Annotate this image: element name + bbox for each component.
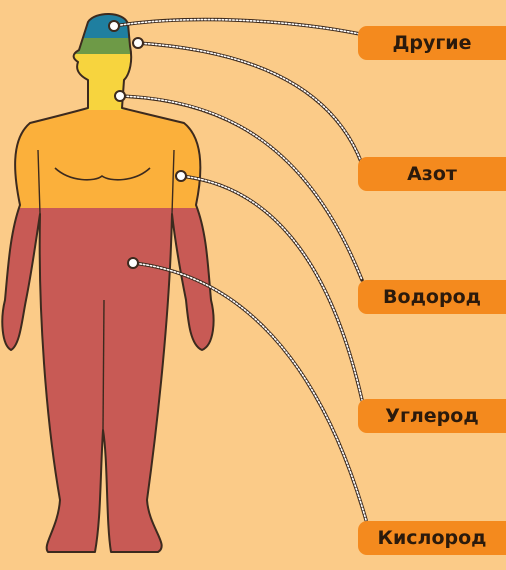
dot-nitrogen xyxy=(133,38,143,48)
leader-other xyxy=(114,20,360,34)
label-oxygen: Кислород xyxy=(358,521,506,555)
dot-hydrogen xyxy=(115,91,125,101)
dot-oxygen xyxy=(128,258,138,268)
dot-other xyxy=(109,21,119,31)
label-carbon: Углерод xyxy=(358,399,506,433)
dot-carbon xyxy=(176,171,186,181)
label-nitrogen: Азот xyxy=(358,157,506,191)
label-hydrogen: Водород xyxy=(358,280,506,314)
label-other: Другие xyxy=(358,26,506,60)
human-figure xyxy=(0,0,260,570)
